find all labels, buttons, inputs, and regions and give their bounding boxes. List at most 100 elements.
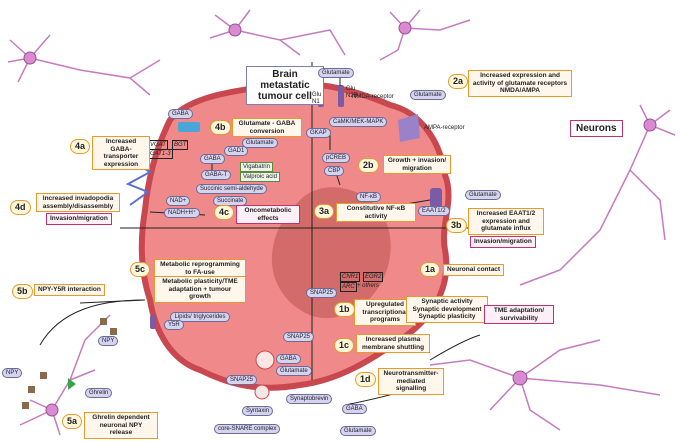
nfkb-pill: NF-κB [356, 192, 381, 202]
npy-particle-3 [28, 386, 35, 393]
tme-adaptation-box: TME adaptation/ survivability [484, 305, 554, 324]
badge-1a: 1a [420, 262, 441, 277]
neuron-bottom-left-soma [45, 403, 59, 417]
increased-gaba-transporter-box: Increased GABA-transporter expression [92, 136, 150, 170]
gaba-cell-pill: GABA [200, 154, 225, 164]
ghrelin-npy-release-box: Ghrelin dependent neuronal NPY release [84, 412, 158, 439]
others-label: + others [357, 283, 379, 289]
glutamate-bottom-pill: Glutamate [276, 366, 312, 376]
ghrelin-particle [68, 378, 76, 390]
core-snare-pill: core-SNARE complex [214, 424, 281, 434]
badge-4c: 4c [214, 205, 235, 220]
badge-3a: 3a [314, 204, 335, 219]
badge-4d: 4d [10, 200, 31, 215]
neuron-top-center [209, 9, 346, 56]
vesicle-bottom-2 [254, 384, 270, 400]
increased-invadopodia-box: Increased invadopodia assembly/disassemb… [36, 193, 120, 212]
glu-n2b-label: Glu N2B [346, 86, 358, 99]
vesicle-bottom [255, 350, 275, 370]
cbp-pill: CBP [324, 166, 345, 176]
gkap-pill: GKAP [306, 128, 331, 138]
neuron-bottom-left [19, 314, 111, 436]
npy-left-pill: NPY [2, 368, 23, 378]
badge-1b: 1b [334, 302, 355, 317]
gaba-t-pill: GABA-T [201, 170, 232, 180]
neuron-top-left-soma [23, 51, 37, 65]
y5r-pill: Y5R [164, 320, 184, 330]
npy-particle-5 [22, 402, 29, 409]
badge-2b: 2b [358, 158, 379, 173]
tumour-cell-title: Brain metastatic tumour cell [246, 66, 324, 105]
neuron-bottom-right [429, 339, 661, 431]
badge-5a: 5a [62, 414, 83, 429]
npy-particle [100, 318, 107, 325]
egr2-label: EGR2 [363, 272, 384, 282]
increased-eaat-box: Increased EAAT1/2 expression and glutama… [468, 208, 544, 235]
neuron-right-soma [643, 118, 657, 132]
eaat12-pill: EAAT1/2 [418, 206, 450, 216]
nadh-pill: NADH+H⁺ [164, 208, 201, 218]
gaba-top-left-pill: GABA [168, 109, 193, 119]
increased-glutamate-receptors-box: Increased expression and activity of glu… [468, 70, 572, 97]
gad1-pill: GAD1 [224, 146, 249, 156]
gaba-bottom-pill: GABA [276, 354, 301, 364]
invasion-migration-3b-box: Invasion/migration [470, 236, 536, 248]
gaba-transporter-shape [178, 122, 200, 132]
neuronal-contact-box: Neuronal contact [443, 264, 505, 276]
neuron-right [519, 104, 676, 286]
increased-plasma-shuttling-box: Increased plasma membrane shuttling [356, 334, 430, 353]
ampa-receptor-shape [398, 114, 420, 142]
npy-particle-2 [110, 328, 117, 335]
npy-particle-4 [40, 372, 47, 379]
badge-5b: 5b [12, 284, 33, 299]
camk-pill: CaMK/MEK-MAPK [329, 117, 388, 127]
snap25-bottom-pill: SNAP25 [226, 375, 258, 385]
y5r-receptor-shape [150, 315, 156, 329]
neuron-top-center-soma [228, 23, 242, 37]
nad-pill: NAD+ [166, 196, 191, 206]
neuron-bottom-right-soma [512, 370, 528, 386]
nmda-receptor-label: NMDA-receptor [352, 94, 394, 100]
growth-invasion-migration-box: Growth + invasion/ migration [383, 155, 451, 174]
valproic-acid-box: Valproic acid [240, 172, 280, 182]
lipids-pill: Lipids/ triglycerides [170, 312, 230, 322]
constitutive-nfkb-box: Constitutive NF-κB activity [336, 203, 416, 222]
glutamate-right-top-pill: Glutamate [410, 90, 446, 100]
glutamate-gaba-conversion-box: Glutamate - GABA conversion [232, 118, 302, 137]
badge-4a: 4a [70, 139, 91, 154]
npy-cell-pill: NPY [98, 336, 119, 346]
glu-n1-label: Glu N1 [312, 92, 322, 105]
snap25-low-pill: SNAP25 [283, 332, 315, 342]
eaat-transporter-shape [430, 188, 442, 210]
cnr1-label: CNR1 [340, 272, 361, 282]
npy-y5r-interaction-box: NPY-Y5R interaction [34, 284, 105, 296]
badge-1c: 1c [334, 338, 355, 353]
ampa-receptor-label: AMPA-receptor [424, 125, 465, 131]
pcreb-pill: pCREB [322, 153, 351, 163]
glutamate-top-pill: Glutamate [318, 68, 354, 78]
syntaxin-pill: Syntaxin [242, 406, 274, 416]
glutamate-bottom-right-pill: Glutamate [340, 426, 376, 436]
bgt-label: BGT [172, 140, 189, 150]
badge-5c: 5c [130, 262, 151, 277]
glutamate-4b-pill: Glutamate [242, 138, 278, 148]
neuron-top-right-soma [398, 21, 412, 35]
oncometabolic-effects-box: Oncometabolic effects [236, 205, 300, 224]
invasion-migration-4d-box: Invasion/migration [46, 213, 112, 225]
metabolic-plasticity-box: Metabolic plasticity/TME adaptation + tu… [154, 276, 246, 303]
upregulated-programs-box: Upregulated transcriptional programs [354, 299, 416, 326]
succinic-semialdehyde-pill: Succinic semi-aldehyde [196, 184, 268, 194]
synaptobrevin-pill: Synaptobrevin [286, 394, 333, 404]
badge-4b: 4b [210, 120, 231, 135]
synaptic-activity-box: Synaptic activity Synaptic development S… [406, 296, 488, 323]
snap25-mid-pill: SNAP25 [306, 288, 338, 298]
neurotransmitter-signalling-box: Neurotransmitter-mediated signalling [378, 368, 444, 395]
badge-1d: 1d [355, 372, 376, 387]
gaba-bottom-right-pill: GABA [342, 404, 367, 414]
ghrelin-pill: Ghrelin [85, 388, 113, 398]
glutamate-eaat-pill: Glutamate [465, 190, 501, 200]
gat13-label: GAT1-3 [148, 149, 173, 159]
badge-3b: 3b [446, 218, 467, 233]
badge-2a: 2a [448, 74, 469, 89]
vigabatrin-box: Vigabatrin [240, 162, 273, 172]
